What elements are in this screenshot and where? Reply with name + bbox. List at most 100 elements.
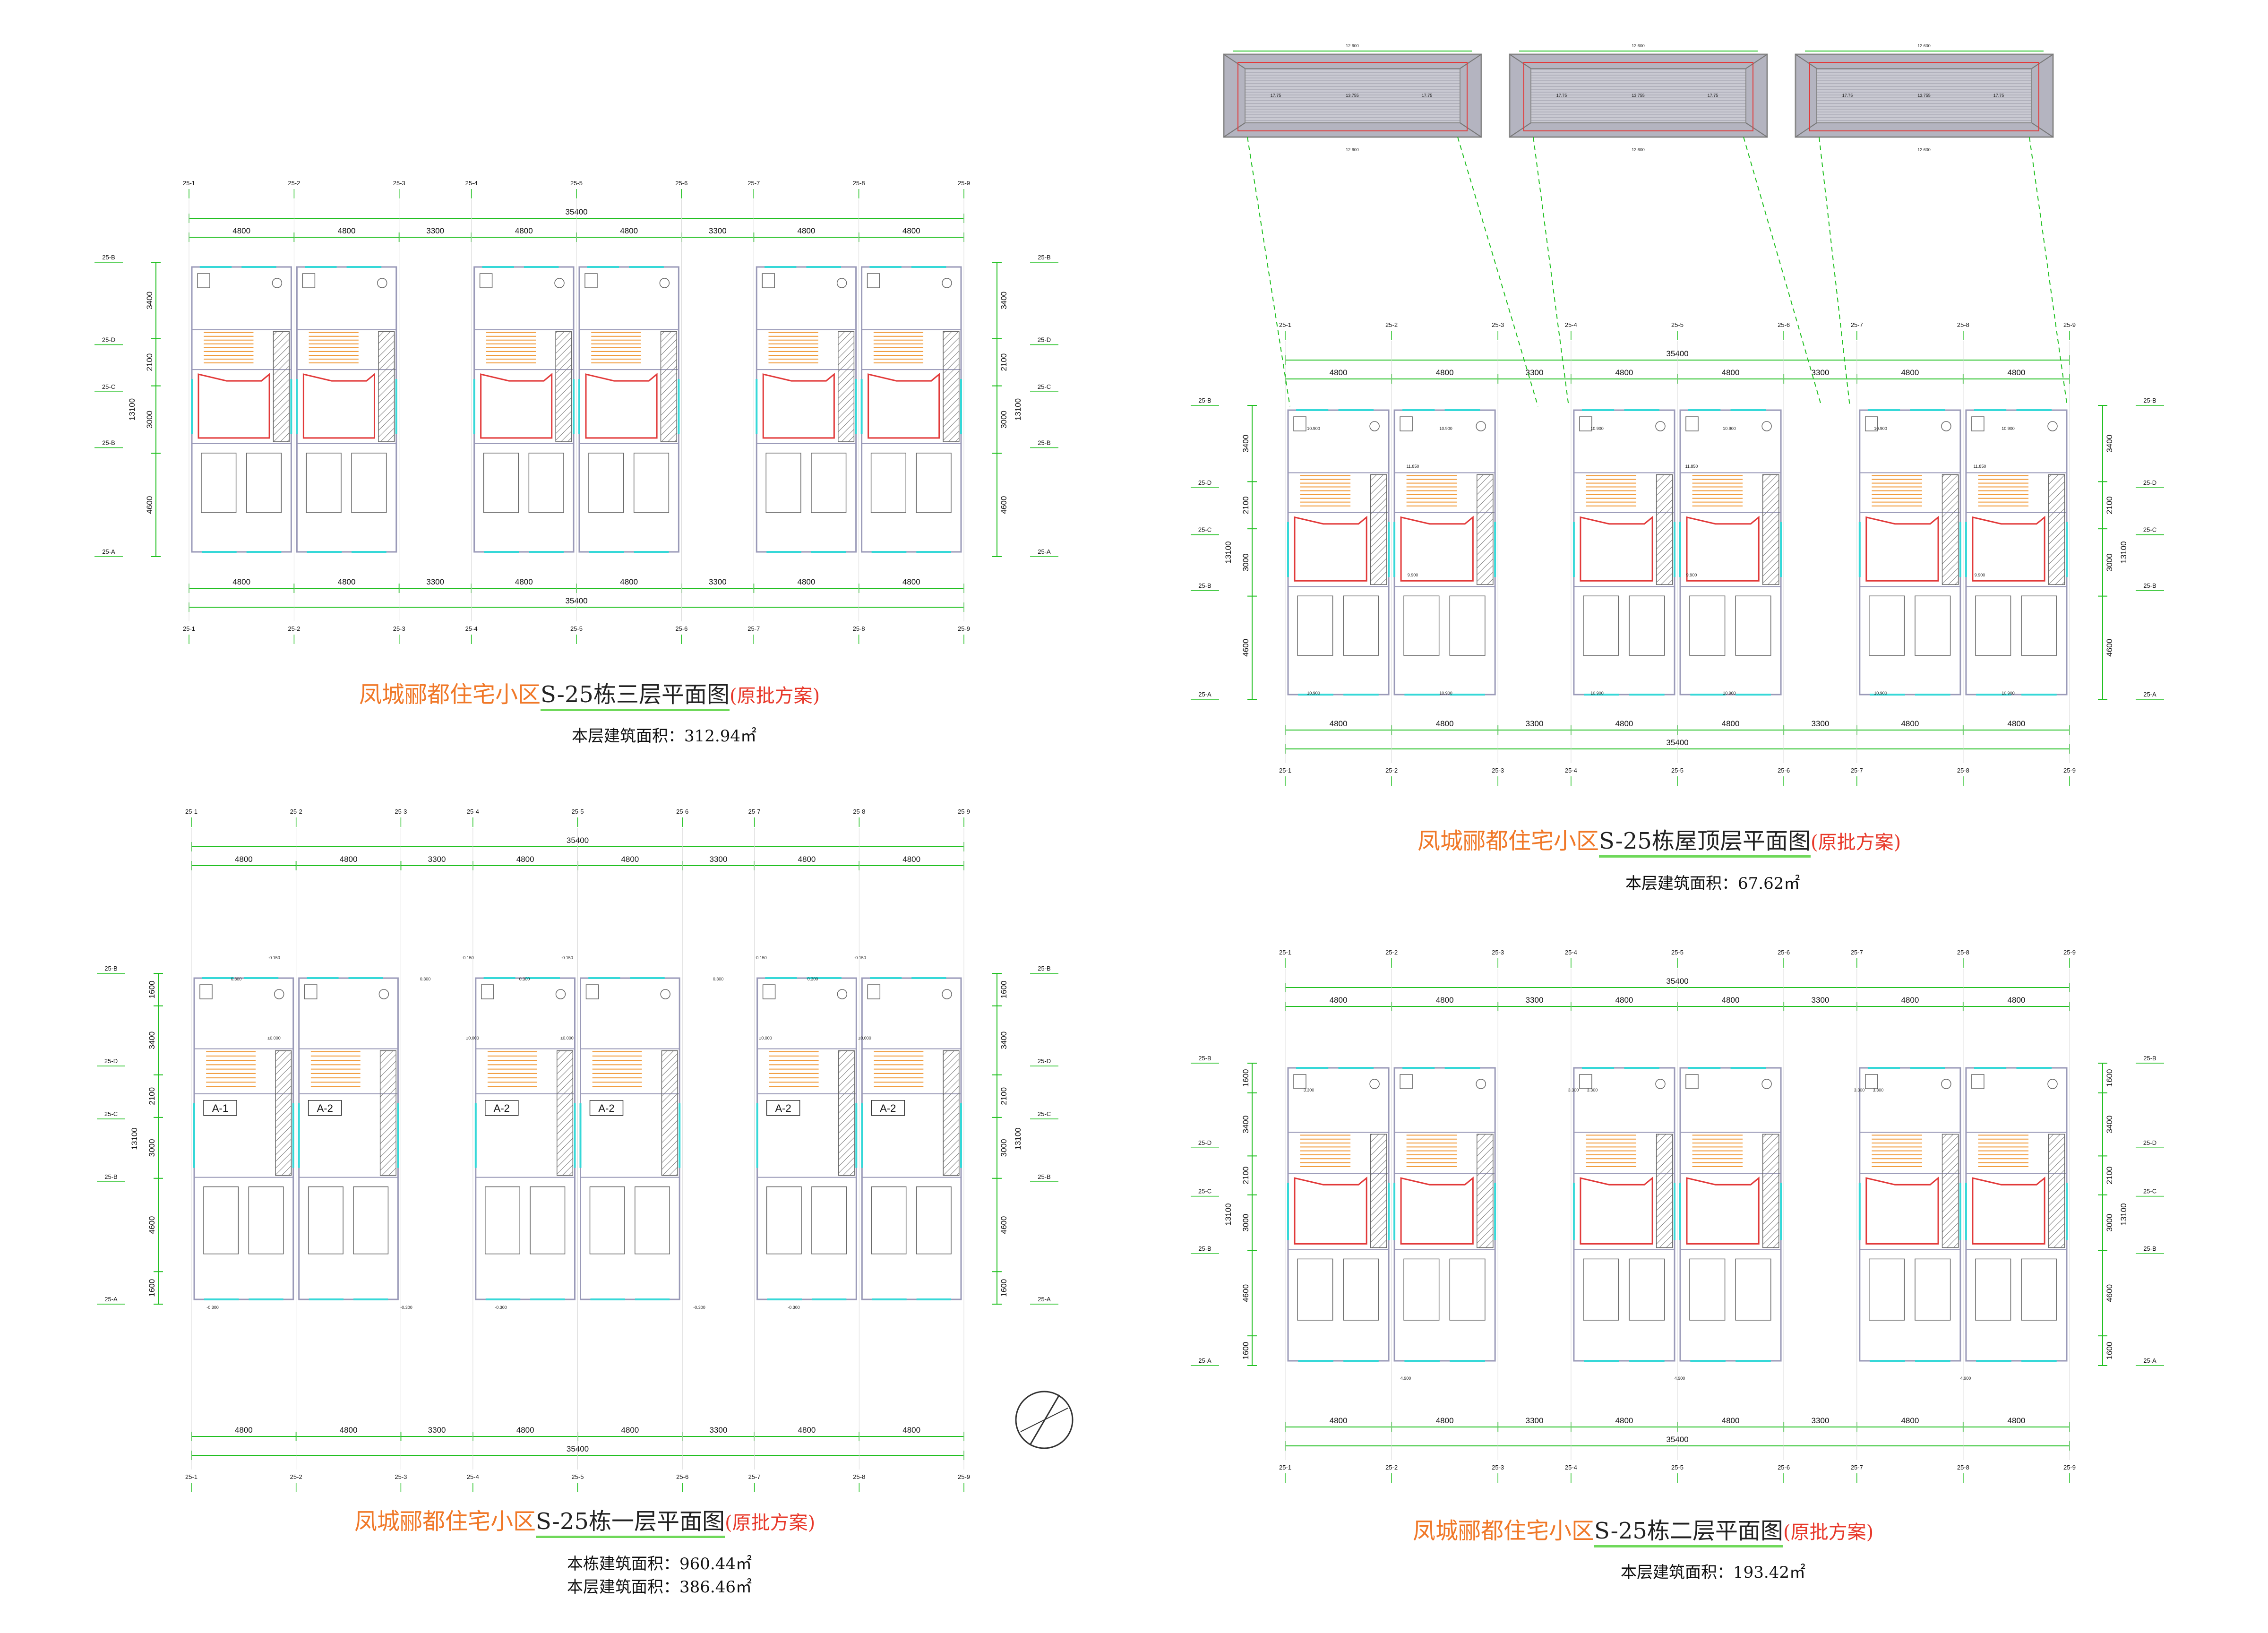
axis-label: 25-4: [1565, 767, 1577, 774]
axis-label: 25-2: [1385, 1464, 1398, 1471]
dimension-label: 3400: [2105, 435, 2114, 453]
bed-furniture: [1869, 1258, 1905, 1321]
area-line: 本层建筑面积：193.42㎡: [1621, 1563, 1805, 1582]
axis-label: 25-2: [288, 625, 300, 632]
stair: [487, 1051, 537, 1087]
roof-hip: [1460, 54, 1482, 69]
unit-label: A-2: [880, 1102, 896, 1114]
elevation-tag: 4.900: [1400, 1376, 1411, 1381]
bed-furniture: [1915, 1258, 1951, 1321]
axis-label: 25-C: [2143, 1188, 2156, 1195]
axis-label: 25-6: [1778, 767, 1790, 774]
bed-furniture: [588, 453, 624, 513]
area-roof: 本层建筑面积：67.62㎡: [1625, 870, 1800, 894]
axis-label: 25-3: [1492, 321, 1504, 328]
projection-guide: [1819, 137, 1850, 407]
roof-elevation-label: 12.600: [1346, 43, 1359, 48]
elevation-tag: 10.900: [2002, 691, 2015, 696]
roof-elevation-label: 13.755: [1917, 93, 1931, 98]
bed-furniture: [766, 1186, 802, 1255]
caption-project: 凤城郦都住宅小区: [354, 1508, 536, 1535]
roof-elevation-label: 17.75: [1271, 93, 1281, 98]
area-floor2: 本层建筑面积：193.42㎡: [1621, 1559, 1805, 1582]
red-room-outline: [1686, 1177, 1760, 1245]
dimension-label: 4800: [338, 226, 356, 235]
bed-furniture: [1869, 595, 1905, 656]
red-room-outline: [1580, 516, 1653, 582]
axis-label: 25-7: [1851, 949, 1863, 956]
bed-furniture: [1343, 1258, 1379, 1321]
roof-elevation-label: 12.600: [1632, 147, 1645, 152]
dimension-label: 1600: [1241, 1342, 1250, 1360]
bed-furniture: [485, 1186, 520, 1255]
total-vertical-label: 13100: [1014, 398, 1022, 421]
red-room-outline: [1400, 1177, 1474, 1245]
stair: [1586, 475, 1637, 507]
dimension-label: 4800: [2008, 368, 2026, 377]
dimension-label: 1600: [147, 980, 156, 998]
stair: [309, 332, 359, 364]
roof-elevation-label: 12.600: [1632, 43, 1645, 48]
axis-label: 25-A: [1038, 548, 1051, 555]
bed-furniture: [633, 453, 670, 513]
bed-furniture: [1689, 595, 1726, 656]
caption-plan-title: S-25栋屋顶层平面图: [1599, 828, 1811, 858]
bath-fixture: [1971, 416, 1984, 431]
bed-furniture: [308, 1186, 344, 1255]
dimension-label: 4600: [2105, 639, 2114, 657]
dimension-label: 1600: [147, 1279, 156, 1297]
dimension-label: 3000: [999, 1139, 1008, 1157]
hatched-shaft: [838, 331, 855, 442]
dimension-label: 2100: [2105, 496, 2114, 514]
bath-fixture: [1293, 1074, 1306, 1089]
dimension-label: 1600: [1241, 1069, 1250, 1087]
bath-fixture: [867, 984, 881, 999]
dimension-label: 4600: [145, 496, 154, 514]
bath-fixture: [1400, 416, 1413, 431]
area-line: 本层建筑面积：67.62㎡: [1625, 874, 1800, 893]
axis-label: 25-A: [2143, 1357, 2156, 1364]
hatched-shaft: [660, 331, 677, 442]
bath-fixture: [585, 984, 599, 999]
dimension-label: 4800: [235, 855, 253, 864]
dimension-label: 4800: [902, 1426, 920, 1435]
dimension-label: 4600: [1241, 1284, 1250, 1302]
elevation-tag: 0.300: [231, 977, 242, 981]
area-line: 本层建筑面积：312.94㎡: [572, 727, 756, 746]
roof-hip: [2031, 122, 2053, 138]
caption-plan-title: S-25栋一层平面图: [536, 1508, 725, 1538]
stair: [1692, 1135, 1743, 1167]
toilet-fixture: [2047, 421, 2058, 431]
bath-fixture: [1685, 1074, 1699, 1089]
axis-label: 25-6: [1778, 949, 1790, 956]
axis-label: 25-2: [290, 1473, 302, 1480]
dimension-label: 4800: [1722, 368, 1740, 377]
roof-elevation-label: 13.755: [1632, 93, 1645, 98]
hatched-shaft: [1942, 474, 1959, 585]
axis-label: 25-C: [1198, 1188, 1211, 1195]
stair: [591, 332, 641, 364]
elevation-tag: 0.300: [519, 977, 530, 981]
stair: [769, 1051, 819, 1087]
dimension-label: 1600: [2105, 1069, 2114, 1087]
axis-label: 25-1: [185, 1473, 198, 1480]
hatched-shaft: [1942, 1134, 1959, 1248]
dimension-label: 4600: [147, 1216, 156, 1234]
axis-label: 25-8: [853, 1473, 865, 1480]
bed-furniture: [1975, 595, 2011, 656]
dimension-label: 4600: [1241, 639, 1250, 657]
toilet-fixture: [837, 989, 848, 999]
toilet-fixture: [1369, 1079, 1380, 1089]
elevation-tag: 4.900: [1960, 1376, 1971, 1381]
elevation-tag: 4.900: [1675, 1376, 1685, 1381]
dimension-label: 3400: [2105, 1116, 2114, 1134]
caption-project: 凤城郦都住宅小区: [1418, 828, 1599, 854]
dimension-label: 4800: [1615, 368, 1633, 377]
elevation-tag: ±0.000: [759, 1036, 772, 1040]
stair: [204, 332, 254, 364]
roof-hip: [2031, 54, 2053, 69]
axis-label: 25-A: [102, 548, 115, 555]
hatched-shaft: [1656, 1134, 1673, 1248]
dimension-label: 4800: [1722, 996, 1740, 1005]
hatched-shaft: [2048, 474, 2065, 585]
